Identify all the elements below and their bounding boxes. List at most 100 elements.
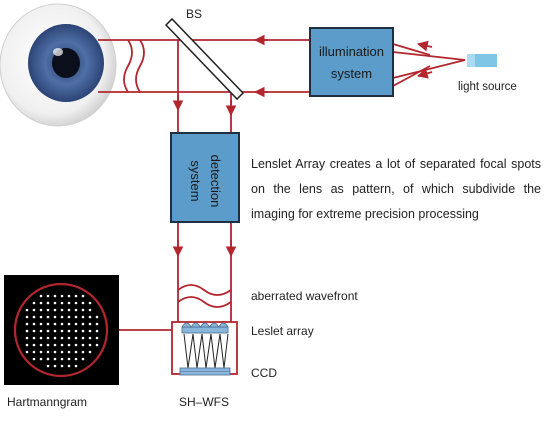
hartmann-spot — [53, 301, 57, 305]
beam-paths — [98, 34, 466, 322]
hartmann-spot — [39, 329, 43, 333]
hartmann-spot — [46, 357, 50, 361]
hartmann-spot — [25, 343, 29, 347]
hartmann-spot — [81, 343, 85, 347]
hartmann-spot — [46, 294, 50, 298]
hartmann-spot — [46, 301, 50, 305]
hartmann-spot — [53, 336, 57, 340]
lenslet-array-label: Leslet array — [251, 324, 314, 338]
detection-line-2: system — [188, 160, 203, 202]
hartmann-spot — [60, 294, 64, 298]
wavefront-2 — [135, 39, 145, 93]
hartmann-spot — [67, 308, 71, 312]
hartmann-spot — [81, 315, 85, 319]
hartmann-spot — [25, 350, 29, 354]
hartmann-spot — [32, 350, 36, 354]
hartmann-spot — [74, 350, 78, 354]
hartmann-spot — [32, 315, 36, 319]
hartmann-spot — [46, 315, 50, 319]
hartmann-spot — [81, 294, 85, 298]
hartmann-spot — [95, 315, 99, 319]
hartmann-spot — [46, 322, 50, 326]
hartmann-spot — [88, 350, 92, 354]
hartmann-spot — [25, 336, 29, 340]
hartmann-spot — [67, 315, 71, 319]
hartmann-spot — [88, 322, 92, 326]
beam-splitter-icon — [164, 17, 245, 101]
hartmann-spot — [67, 364, 71, 368]
hartmann-spot — [88, 329, 92, 333]
hartmann-spot — [39, 336, 43, 340]
hartmann-spot — [25, 315, 29, 319]
hartmann-spot — [46, 308, 50, 312]
ls-beam-2 — [392, 59, 466, 79]
hartmann-spot — [46, 350, 50, 354]
hartmann-spot — [53, 308, 57, 312]
hartmann-spot — [95, 336, 99, 340]
hartmann-spot — [67, 294, 71, 298]
hartmann-spot — [39, 315, 43, 319]
hartmann-spot — [32, 301, 36, 305]
hartmann-spot — [81, 308, 85, 312]
hartmann-spot — [53, 357, 57, 361]
hartmann-spot — [25, 308, 29, 312]
sh-wfs-assembly — [171, 321, 238, 376]
hartmann-spot — [95, 343, 99, 347]
hartmann-spot — [53, 364, 57, 368]
hartmann-spot — [74, 294, 78, 298]
hartmann-spot — [95, 329, 99, 333]
hartmann-spot — [95, 322, 99, 326]
sh-wfs-label: SH–WFS — [179, 395, 230, 409]
hartmann-spot — [25, 322, 29, 326]
hartmann-spot — [88, 343, 92, 347]
hartmann-spot — [60, 329, 64, 333]
hartmann-spot — [60, 322, 64, 326]
hartmann-spot — [46, 343, 50, 347]
detection-system-label: detection system — [171, 133, 239, 222]
hartmann-spot — [74, 357, 78, 361]
hartmann-spot — [32, 343, 36, 347]
hartmann-spot — [46, 364, 50, 368]
hartmann-spot — [39, 322, 43, 326]
illumination-system-label: illumination system — [310, 41, 393, 85]
hartmann-spot — [39, 350, 43, 354]
hartmann-spot — [32, 329, 36, 333]
hartmann-spot — [74, 343, 78, 347]
hartmann-spot — [67, 343, 71, 347]
aberrated-wavefront-label: aberrated wavefront — [251, 289, 358, 303]
hartmann-spot — [25, 329, 29, 333]
hartmann-spot — [32, 336, 36, 340]
hartmann-spot — [81, 350, 85, 354]
hartmann-spot — [53, 350, 57, 354]
hartmann-spot — [32, 357, 36, 361]
hartmann-spot — [60, 350, 64, 354]
hartmann-spot — [46, 336, 50, 340]
hartmann-spot — [60, 308, 64, 312]
lenslet-description: Lenslet Array creates a lot of separated… — [251, 157, 541, 221]
hartmann-spot — [74, 322, 78, 326]
hartmann-spot — [88, 301, 92, 305]
hartmann-spot — [53, 322, 57, 326]
ls-beam-1 — [392, 51, 466, 61]
detection-line-1: detection — [208, 154, 223, 208]
hartmann-spot — [60, 301, 64, 305]
hartmann-spot — [74, 315, 78, 319]
aberrated-wave-2 — [177, 296, 232, 308]
hartmanngram-icon — [4, 275, 119, 385]
hartmann-spot — [81, 336, 85, 340]
hartmann-spot — [53, 329, 57, 333]
hartmann-spot — [60, 336, 64, 340]
detection-system-box — [170, 132, 240, 223]
wavefront-1 — [123, 39, 133, 93]
hartmann-spot — [53, 315, 57, 319]
hartmann-spot — [67, 322, 71, 326]
hartmann-spot — [60, 343, 64, 347]
hartmann-spot — [39, 357, 43, 361]
hartmann-spot — [53, 294, 57, 298]
light-source-icon — [467, 54, 497, 67]
hartmann-spot — [74, 364, 78, 368]
hartmann-spot — [39, 343, 43, 347]
hartmann-spot — [60, 357, 64, 361]
hartmann-spot — [53, 343, 57, 347]
